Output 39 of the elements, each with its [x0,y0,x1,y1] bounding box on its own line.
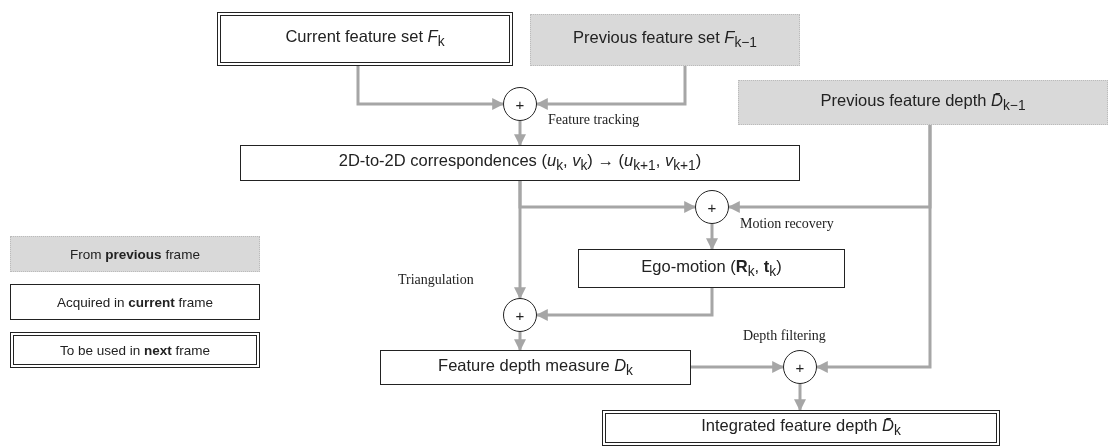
sum-junction [503,298,537,332]
process-box [217,12,513,66]
step-label: Triangulation [398,272,474,288]
arrow [514,332,526,352]
box-label: Feature depth measure D$_{k}$ [438,356,633,378]
arrow [794,384,806,412]
process-box [578,249,845,288]
plus-sign: + [515,96,525,112]
box-label: Current feature set F$_{k}$ [285,28,445,50]
legend-item: To be used in next frame [10,332,260,368]
box-label: 2D-to-2D correspondences (u$_{k}$, v$_{k}$) → (u$_{k+1}$, v$_{k+1}$) [338,152,702,174]
step-label: Feature tracking [548,112,640,128]
process-box [530,14,800,66]
arrow [514,121,526,147]
process-box [240,145,800,181]
sum-junction [503,87,537,121]
arrow [356,66,505,110]
box-label: Integrated feature depth D̄$_{k}$ [701,417,901,439]
arrow [691,361,785,373]
legend-item: From previous frame [10,236,260,272]
legend-item: Acquired in current frame [10,284,260,320]
arrow [514,181,526,300]
step-label: Motion recovery [740,216,834,232]
arrow [535,288,714,321]
process-box [602,410,1000,446]
process-box [738,80,1108,125]
plus-sign: + [707,199,717,215]
box-label: Previous feature set F$_{k−1}$ [573,29,757,51]
box-label: Previous feature depth D̄$_{k−1}$ [820,91,1026,113]
arrow [535,66,687,110]
arrow [706,224,718,251]
box-label: Ego-motion (R$_{k}$, t$_{k}$) [641,257,782,279]
arrow [815,125,932,373]
process-box [380,350,691,385]
sum-junction [695,190,729,224]
step-label: Depth filtering [743,328,826,344]
plus-sign: + [515,307,525,323]
plus-sign: + [795,359,805,375]
sum-junction [783,350,817,384]
